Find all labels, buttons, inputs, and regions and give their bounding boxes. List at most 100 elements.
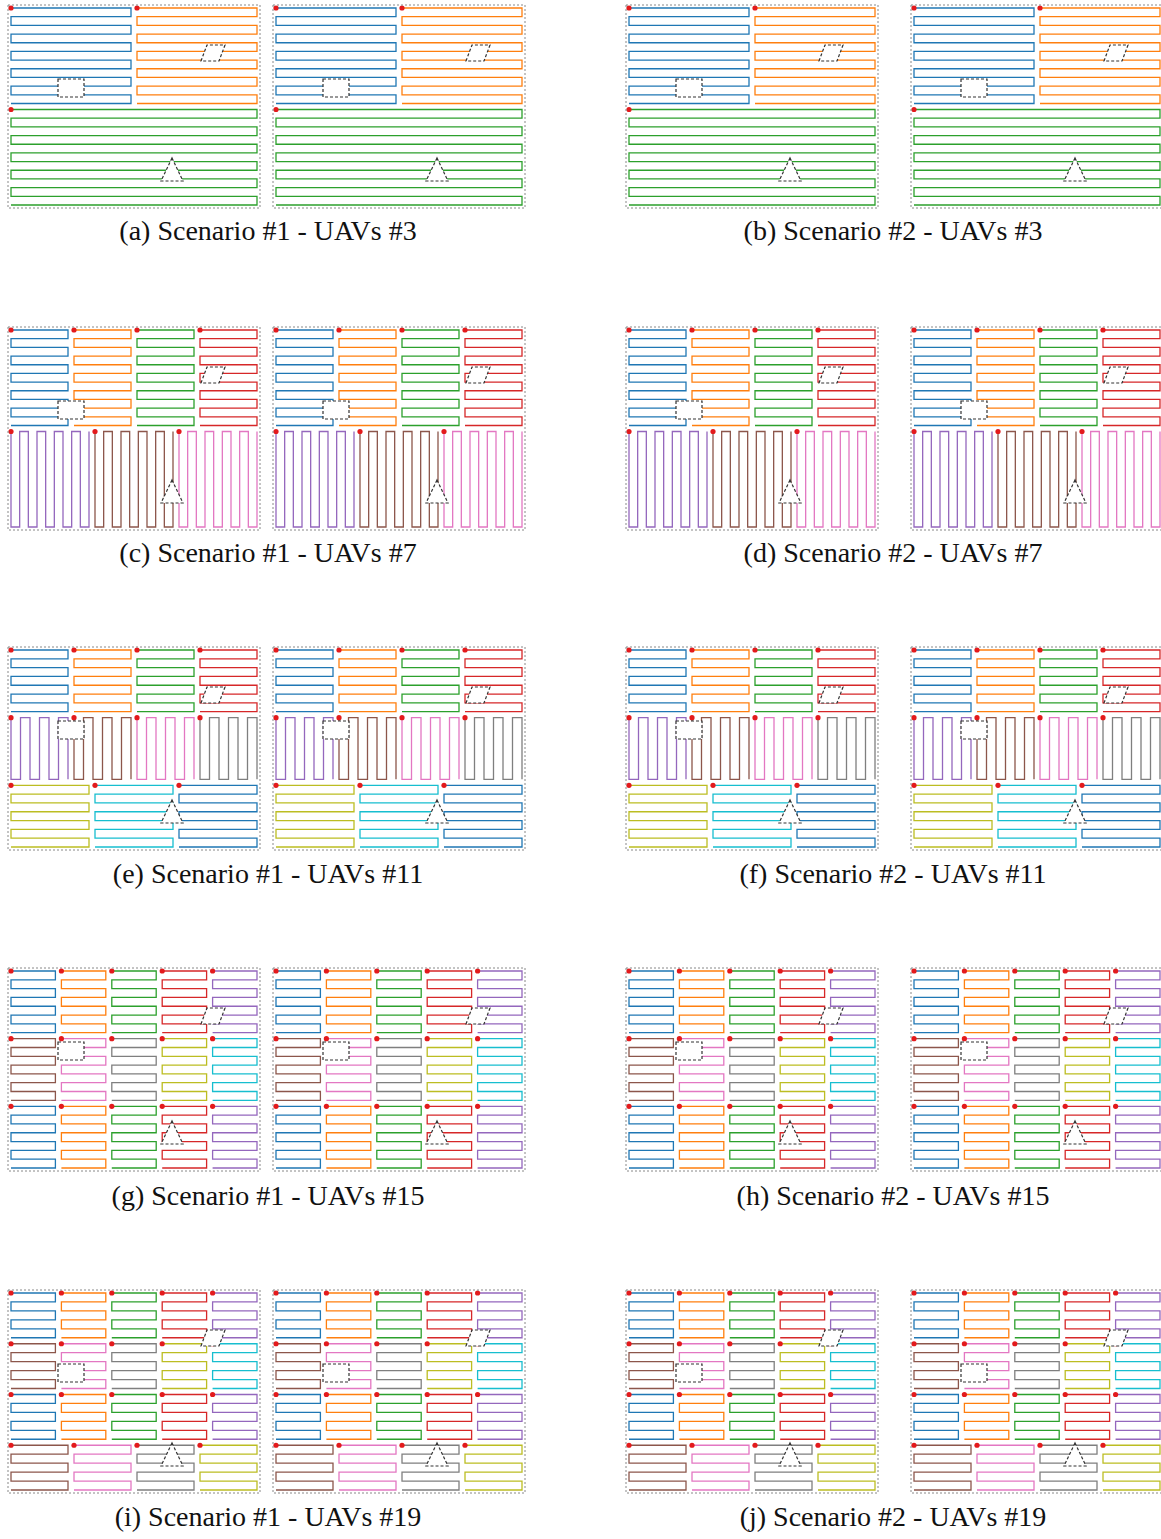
start-point bbox=[197, 327, 202, 332]
start-point bbox=[8, 107, 13, 112]
obstacle-parallelogram bbox=[201, 367, 225, 383]
start-point bbox=[8, 1341, 13, 1346]
uav-path bbox=[137, 650, 194, 712]
uav-path bbox=[964, 1106, 1008, 1168]
start-point bbox=[8, 1104, 13, 1109]
start-point bbox=[962, 968, 967, 973]
obstacle-rect bbox=[676, 721, 702, 739]
obstacle-parallelogram bbox=[466, 367, 490, 383]
start-point bbox=[59, 1341, 64, 1346]
obstacle-rect bbox=[676, 79, 702, 97]
start-point bbox=[626, 1443, 631, 1448]
uav-path bbox=[402, 1445, 459, 1490]
uav-path bbox=[831, 1106, 875, 1168]
start-point bbox=[109, 968, 114, 973]
start-point bbox=[8, 968, 13, 973]
start-point bbox=[626, 429, 631, 434]
start-point bbox=[425, 1104, 430, 1109]
coverage-map bbox=[626, 5, 878, 208]
subfigure-caption: (a) Scenario #1 - UAVs #3 bbox=[119, 216, 416, 247]
start-point bbox=[778, 1392, 783, 1397]
obstacle-triangle bbox=[779, 800, 801, 823]
uav-path bbox=[11, 1344, 55, 1389]
subfigure-caption: (c) Scenario #1 - UAVs #7 bbox=[119, 538, 416, 569]
obstacle-rect bbox=[58, 1364, 84, 1382]
start-point bbox=[677, 1341, 682, 1346]
start-point bbox=[324, 968, 329, 973]
uav-path bbox=[276, 1445, 333, 1490]
obstacle-parallelogram bbox=[1104, 687, 1128, 703]
uav-path bbox=[11, 110, 257, 206]
uav-path bbox=[377, 1344, 421, 1389]
uav-path bbox=[1065, 1293, 1109, 1338]
uav-path bbox=[276, 432, 354, 528]
uav-path bbox=[914, 1039, 958, 1101]
obstacle-parallelogram bbox=[1104, 45, 1128, 61]
start-point bbox=[626, 1290, 631, 1295]
obstacle-triangle bbox=[161, 1121, 183, 1144]
uav-path bbox=[713, 785, 791, 847]
start-point bbox=[160, 1290, 165, 1295]
start-point bbox=[92, 429, 97, 434]
uav-path bbox=[629, 971, 673, 1033]
start-point bbox=[475, 1104, 480, 1109]
uav-path bbox=[818, 1445, 875, 1490]
uav-path bbox=[444, 785, 522, 847]
start-point bbox=[273, 1290, 278, 1295]
uav-path bbox=[112, 1293, 156, 1338]
start-point bbox=[160, 1036, 165, 1041]
obstacle-triangle bbox=[161, 800, 183, 823]
map-border bbox=[911, 1290, 1161, 1493]
coverage-map bbox=[273, 647, 525, 850]
start-point bbox=[911, 968, 916, 973]
start-point bbox=[1037, 715, 1042, 720]
start-point bbox=[425, 1392, 430, 1397]
uav-path bbox=[629, 650, 686, 712]
start-point bbox=[425, 1341, 430, 1346]
obstacle-parallelogram bbox=[201, 1008, 225, 1024]
start-point bbox=[1063, 1341, 1068, 1346]
start-point bbox=[815, 647, 820, 652]
coverage-map bbox=[911, 1290, 1161, 1493]
start-point bbox=[273, 715, 278, 720]
obstacle-rect bbox=[676, 1042, 702, 1060]
obstacle-parallelogram bbox=[1104, 1330, 1128, 1346]
start-point bbox=[677, 1290, 682, 1295]
start-point bbox=[1079, 429, 1084, 434]
map-border bbox=[626, 647, 878, 850]
uav-path bbox=[1103, 650, 1160, 712]
start-point bbox=[59, 1104, 64, 1109]
start-point bbox=[962, 1341, 967, 1346]
start-point bbox=[815, 715, 820, 720]
subfigure-caption: (h) Scenario #2 - UAVs #15 bbox=[737, 1181, 1050, 1212]
start-point bbox=[160, 1104, 165, 1109]
uav-path bbox=[162, 1293, 206, 1338]
obstacle-triangle bbox=[426, 1121, 448, 1144]
start-point bbox=[109, 1104, 114, 1109]
uav-path bbox=[1103, 330, 1160, 426]
coverage-map bbox=[273, 5, 525, 208]
uav-path bbox=[276, 8, 396, 104]
start-point bbox=[336, 647, 341, 652]
uav-path bbox=[402, 330, 459, 426]
start-point bbox=[273, 1036, 278, 1041]
obstacle-parallelogram bbox=[201, 45, 225, 61]
start-point bbox=[475, 1036, 480, 1041]
uav-path bbox=[213, 1106, 257, 1168]
uav-path bbox=[179, 432, 257, 528]
start-point bbox=[357, 783, 362, 788]
start-point bbox=[752, 647, 757, 652]
start-point bbox=[626, 1392, 631, 1397]
start-point bbox=[475, 968, 480, 973]
start-point bbox=[752, 5, 757, 10]
start-point bbox=[374, 968, 379, 973]
start-point bbox=[1113, 1104, 1118, 1109]
uav-path bbox=[339, 1445, 396, 1490]
uav-path bbox=[730, 1344, 774, 1389]
start-point bbox=[815, 327, 820, 332]
start-point bbox=[974, 715, 979, 720]
map-border bbox=[911, 5, 1161, 208]
start-point bbox=[828, 1036, 833, 1041]
start-point bbox=[374, 1392, 379, 1397]
start-point bbox=[160, 968, 165, 973]
